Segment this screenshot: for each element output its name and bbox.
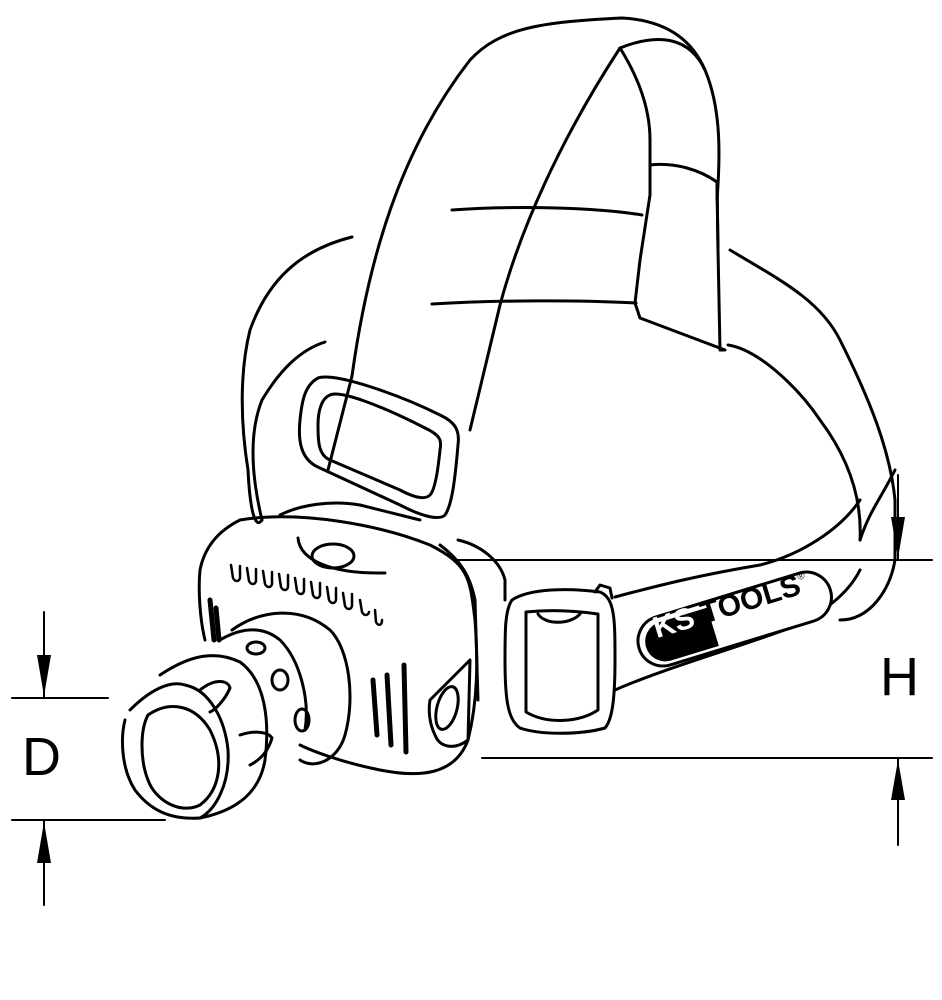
zoom-lens-head bbox=[120, 611, 352, 820]
ks-tools-logo bbox=[636, 570, 833, 668]
arrow-up-icon bbox=[891, 760, 905, 800]
arrow-up-icon bbox=[37, 822, 51, 863]
top-strap bbox=[326, 16, 727, 472]
dimension-label-d: D bbox=[22, 727, 61, 787]
power-button-icon bbox=[310, 542, 356, 570]
dimension-arrows bbox=[37, 517, 905, 863]
dimension-lines bbox=[11, 474, 933, 906]
dimension-label-h: H bbox=[880, 647, 919, 707]
arrow-down-icon bbox=[891, 517, 905, 558]
top-buckle bbox=[297, 375, 460, 519]
vent-slots-icon bbox=[229, 563, 384, 626]
arrow-down-icon bbox=[37, 655, 51, 696]
head-band bbox=[240, 235, 897, 622]
side-buckle bbox=[438, 538, 617, 735]
